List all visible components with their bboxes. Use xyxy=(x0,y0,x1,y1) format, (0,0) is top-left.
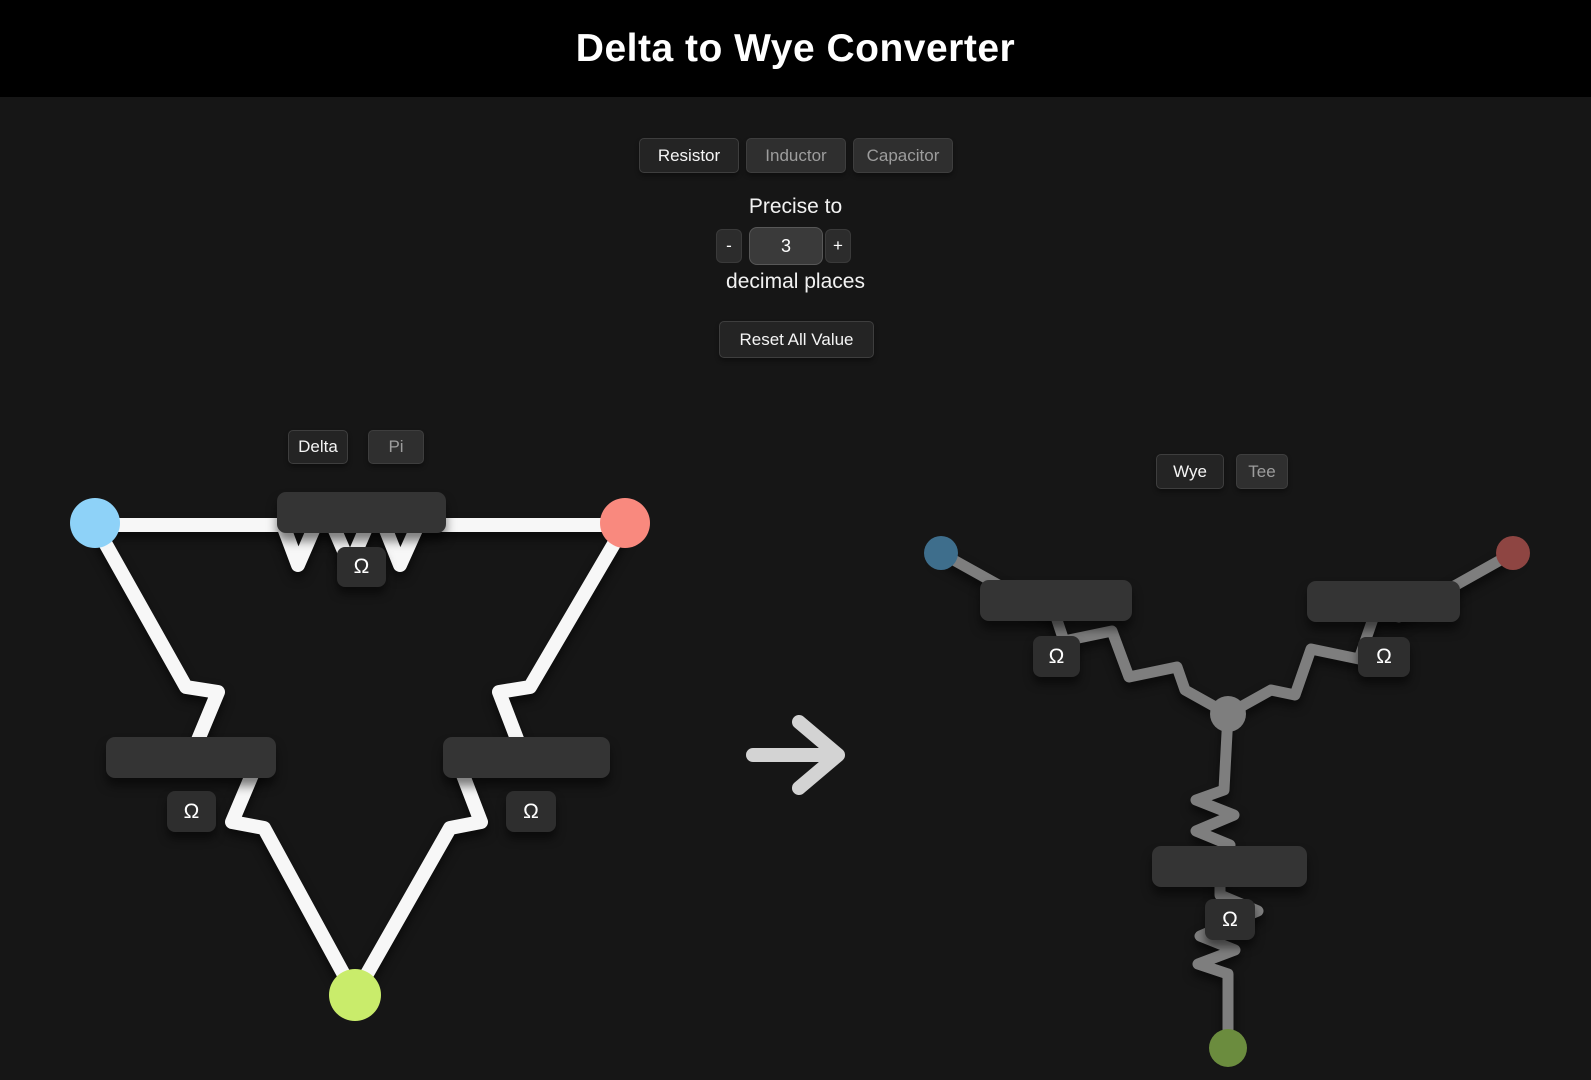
wye-unit-button-right[interactable]: Ω xyxy=(1358,637,1410,677)
toggle-delta[interactable]: Delta xyxy=(288,430,348,464)
delta-node-top-left xyxy=(70,498,120,548)
wye-unit-button-left[interactable]: Ω xyxy=(1033,636,1080,677)
wye-center-node xyxy=(1210,696,1246,732)
delta-resistor-input-top[interactable] xyxy=(277,492,446,533)
wye-wire-right-resistor-zigzag xyxy=(1222,547,1519,720)
wye-node-bottom xyxy=(1209,1029,1247,1067)
right-arrow-icon xyxy=(746,715,845,795)
toggle-tee[interactable]: Tee xyxy=(1236,454,1288,489)
delta-node-top-right xyxy=(600,498,650,548)
reset-all-button[interactable]: Reset All Value xyxy=(719,321,874,358)
delta-unit-button-top[interactable]: Ω xyxy=(337,547,386,587)
delta-node-bottom xyxy=(329,969,381,1021)
toggle-wye[interactable]: Wye xyxy=(1156,454,1224,489)
tab-inductor[interactable]: Inductor xyxy=(746,138,846,173)
delta-unit-button-left[interactable]: Ω xyxy=(167,791,216,832)
wye-node-top-right xyxy=(1496,536,1530,570)
precision-label-before: Precise to xyxy=(748,195,843,218)
precision-value-input[interactable] xyxy=(749,227,823,265)
wye-resistor-input-right[interactable] xyxy=(1307,581,1460,622)
wye-node-top-left xyxy=(924,536,958,570)
precision-label-after: decimal places xyxy=(726,270,865,293)
delta-resistor-input-left[interactable] xyxy=(106,737,276,778)
wye-unit-button-bottom[interactable]: Ω xyxy=(1205,899,1255,940)
tab-capacitor[interactable]: Capacitor xyxy=(853,138,953,173)
increment-button[interactable]: + xyxy=(825,229,851,263)
delta-unit-button-right[interactable]: Ω xyxy=(506,791,556,832)
wye-resistor-input-bottom[interactable] xyxy=(1152,846,1307,887)
convert-arrow-group xyxy=(746,715,845,795)
wye-wires xyxy=(935,547,1519,1052)
wye-wire-left-resistor-zigzag xyxy=(935,547,1234,720)
page-title: Delta to Wye Converter xyxy=(575,26,1016,70)
toggle-pi[interactable]: Pi xyxy=(368,430,424,464)
tab-resistor[interactable]: Resistor xyxy=(639,138,739,173)
decrement-button[interactable]: - xyxy=(716,229,742,263)
delta-resistor-input-right[interactable] xyxy=(443,737,610,778)
wye-resistor-input-left[interactable] xyxy=(980,580,1132,621)
app-header: Delta to Wye Converter xyxy=(0,0,1591,97)
